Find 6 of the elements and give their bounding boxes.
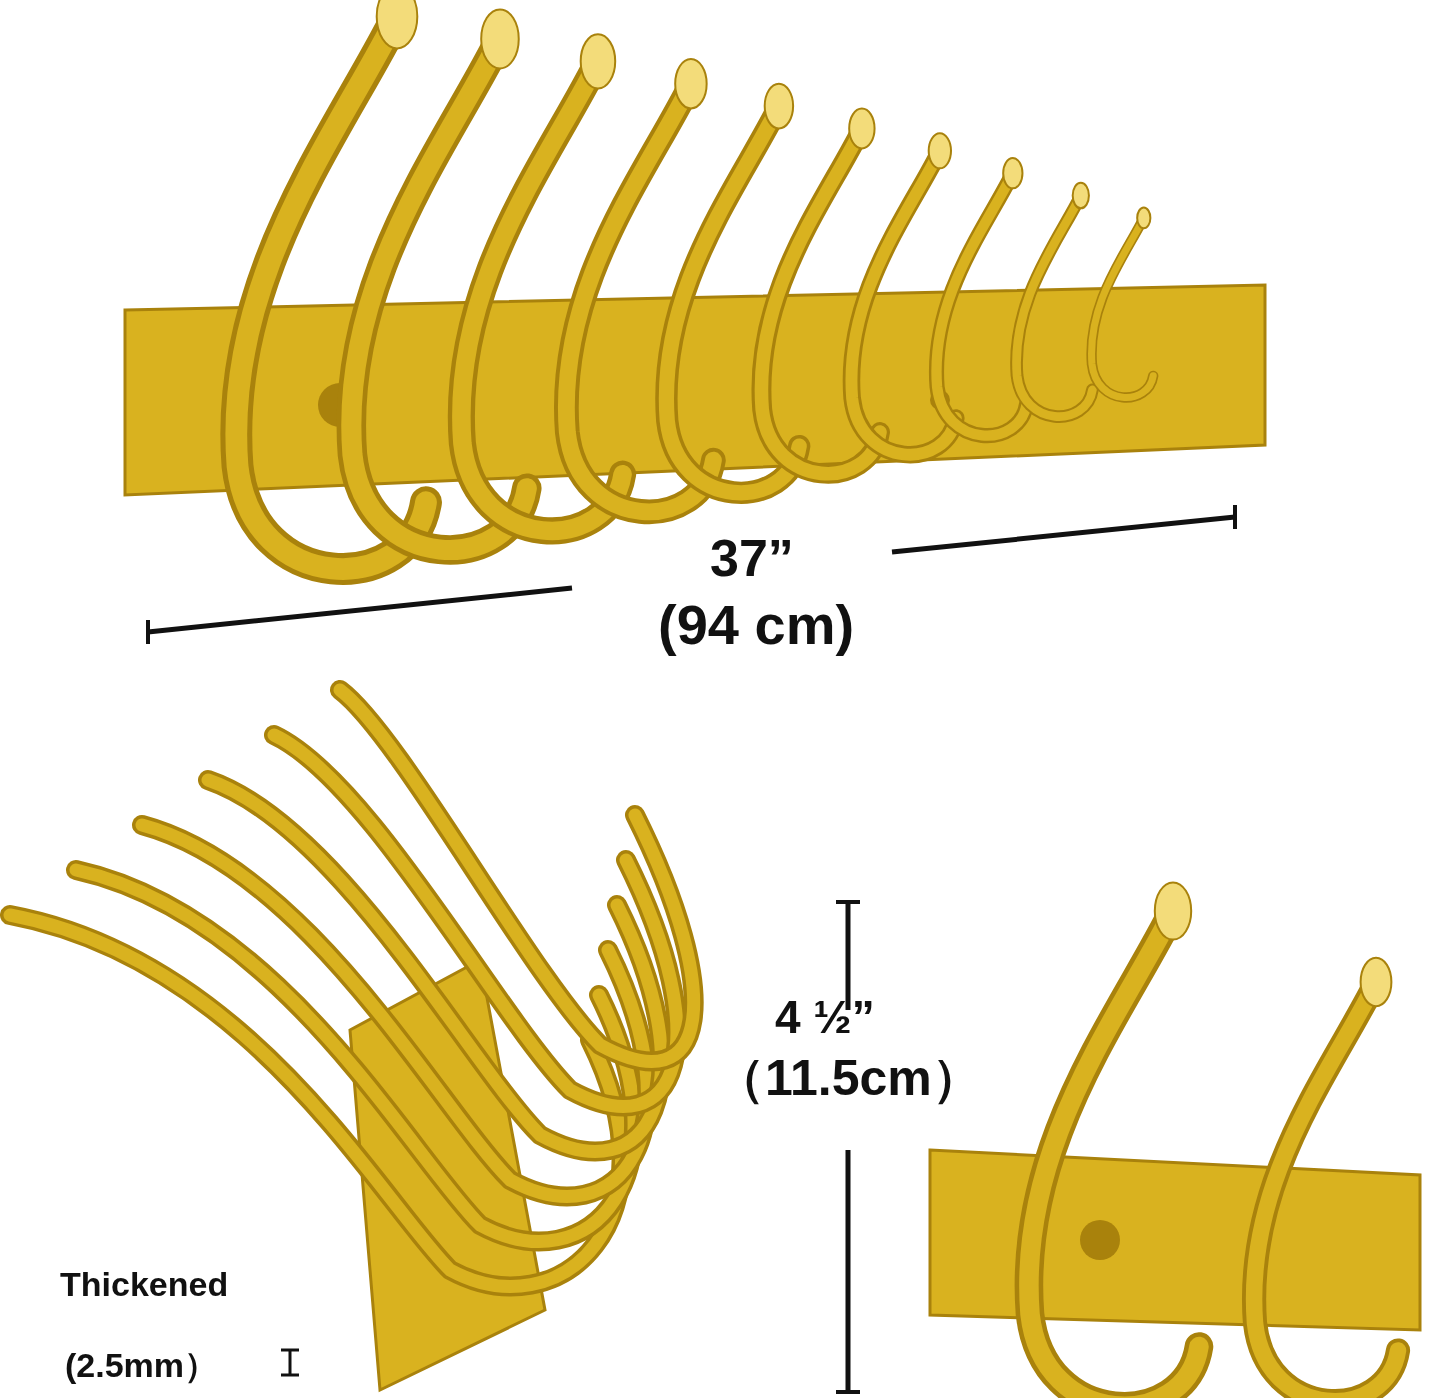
dimension-label: 4 ½” (775, 990, 875, 1044)
dimension-label: （11.5cm） (715, 1049, 982, 1108)
dimension-label: (94 cm) (658, 592, 855, 657)
dimension-label: 37” (710, 528, 794, 588)
note-text: Thickened (60, 1265, 229, 1304)
dimension-label: (2.5mm） (65, 1345, 219, 1386)
